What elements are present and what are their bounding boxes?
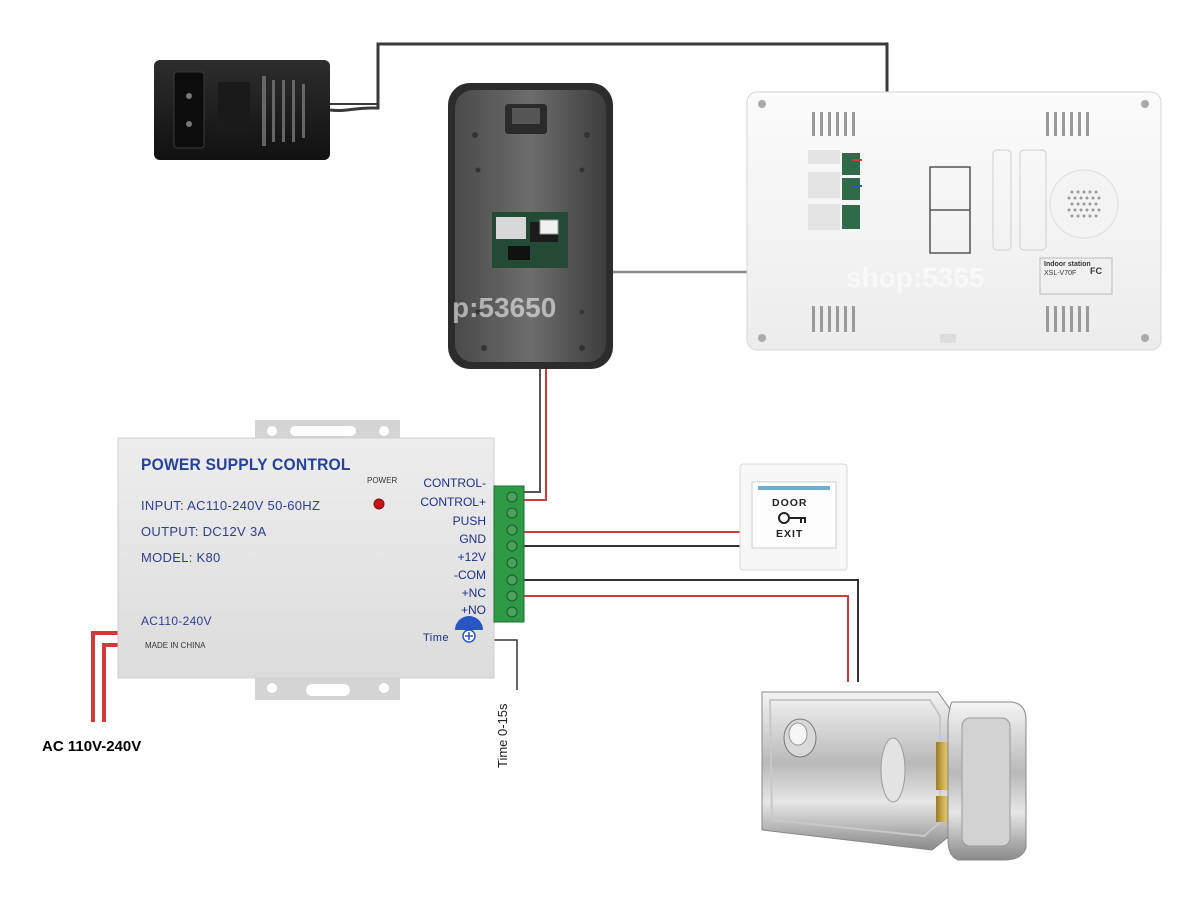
terminal-label: CONTROL- <box>423 476 486 490</box>
adapter-cable <box>329 42 889 167</box>
monitor-label-mark: FC <box>1090 266 1102 276</box>
watermark-right: shop:5365 <box>846 262 985 293</box>
terminal-label: PUSH <box>452 514 486 528</box>
power-adapter <box>154 60 330 160</box>
com-wire <box>524 579 859 682</box>
watermark-left: p:53650 <box>452 292 557 323</box>
exit-button-door-text: DOOR <box>772 497 808 509</box>
terminal-block <box>493 485 525 623</box>
outdoor-camera-unit <box>448 83 613 369</box>
exit-button-exit-text: EXIT <box>776 528 804 540</box>
psu-output-spec: OUTPUT: DC12V 3A <box>141 524 267 539</box>
psu-input-spec: INPUT: AC110-240V 50-60HZ <box>141 498 321 513</box>
psu-title: POWER SUPPLY CONTROL <box>141 455 351 474</box>
monitor-label-model: XSL-V70F <box>1044 270 1077 277</box>
psu-power-label: POWER <box>367 476 398 485</box>
ac-wire-1 <box>91 631 118 722</box>
monitor-label-title: Indoor station <box>1044 261 1091 268</box>
terminal-label: +NO <box>460 603 486 617</box>
terminal-label: +NC <box>461 586 486 600</box>
psu-time-label: Time <box>423 632 450 644</box>
terminal-label: -COM <box>454 568 486 582</box>
time-knob[interactable] <box>455 616 483 643</box>
door-exit-button <box>739 463 848 571</box>
electric-lock <box>761 691 1027 861</box>
ac-supply-label: AC 110V-240V <box>42 738 142 755</box>
ac-wire-2 <box>102 643 118 722</box>
nc-wire <box>524 595 849 682</box>
time-range-label: Time 0-15s <box>495 703 510 768</box>
psu-ac-label: AC110-240V <box>141 614 212 628</box>
psu-model: MODEL: K80 <box>141 550 221 565</box>
terminal-label: +12V <box>457 550 486 564</box>
indoor-monitor-unit <box>746 91 1162 351</box>
psu-made-in: MADE IN CHINA <box>145 641 206 650</box>
power-led <box>373 498 385 510</box>
terminal-label: CONTROL+ <box>420 495 486 509</box>
terminal-label: GND <box>459 532 486 546</box>
power-supply-unit <box>117 420 525 700</box>
